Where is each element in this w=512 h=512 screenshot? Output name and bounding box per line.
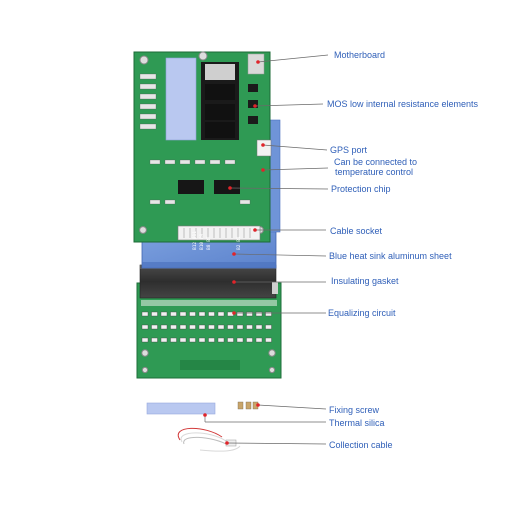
mosfet-array <box>201 62 239 140</box>
smd-resistor <box>265 324 272 330</box>
protection-chip-a <box>178 180 204 194</box>
label-cable-socket: Cable socket <box>330 226 383 236</box>
smd-resistor <box>160 324 168 330</box>
smd-resistor <box>141 337 149 343</box>
smd-resistor <box>170 311 177 317</box>
smd-resistor <box>208 337 215 343</box>
leader-lines <box>204 54 329 445</box>
smd-resistor <box>217 337 225 343</box>
smd-resistor <box>236 337 244 343</box>
smd-resistor <box>217 311 225 317</box>
smd-resistor <box>141 324 149 330</box>
smd-resistor <box>246 324 253 330</box>
fixing-screws <box>237 401 259 410</box>
smd-resistor <box>236 324 244 330</box>
socket-mark: B12 B11 <box>192 231 198 250</box>
smd-resistor <box>160 337 168 343</box>
smd-resistor <box>189 337 196 343</box>
smd-resistor <box>246 311 253 317</box>
label-thermal-silica: Thermal silica <box>329 418 385 428</box>
socket-mark: B2 B1 <box>236 236 242 250</box>
smd-resistor <box>179 311 187 317</box>
smd-resistor <box>208 324 215 330</box>
label-gps-port: GPS port <box>330 145 368 155</box>
label-motherboard: Motherboard <box>334 50 386 60</box>
smd-resistor <box>236 311 244 317</box>
cable-socket-shape <box>177 225 261 241</box>
motherboard-pcb <box>133 51 272 243</box>
smd-resistor <box>255 337 263 343</box>
smd-resistor <box>189 311 196 317</box>
smd-resistor <box>198 337 206 343</box>
gps-port-shape <box>256 139 272 157</box>
label-insulating-gasket: Insulating gasket <box>331 276 399 286</box>
smd-resistor <box>255 311 263 317</box>
smd-resistor <box>227 324 234 330</box>
equalizing-board <box>136 282 282 379</box>
smd-resistor <box>198 324 206 330</box>
smd-resistor <box>208 311 215 317</box>
smd-resistor <box>151 311 158 317</box>
insulating-gasket <box>139 264 278 299</box>
smd-resistor <box>265 337 272 343</box>
resistor-grid <box>141 311 272 343</box>
collection-cable <box>177 427 241 452</box>
smd-resistor <box>265 311 272 317</box>
silica-pad <box>165 57 197 141</box>
smd-resistor <box>151 337 158 343</box>
label-collection-cable: Collection cable <box>329 440 393 450</box>
label-temperature-control: Can be connected to temperature control <box>334 157 418 177</box>
marker-dots <box>203 60 265 445</box>
smd-resistor <box>179 337 187 343</box>
smd-resistor <box>141 311 149 317</box>
label-protection-chip: Protection chip <box>331 184 391 194</box>
protection-chip-b <box>214 180 240 194</box>
smd-resistor <box>179 324 187 330</box>
smd-resistor <box>217 324 225 330</box>
label-equalizing-circuit: Equalizing circuit <box>328 308 396 318</box>
smd-resistor <box>151 324 158 330</box>
thermal-silica-pad <box>146 402 216 415</box>
socket-mark: B10 B9 <box>199 233 205 250</box>
label-fixing-screw: Fixing screw <box>329 405 380 415</box>
socket-marks: B12 B11 B10 B9 B8 B7 B2 B1 <box>192 231 242 250</box>
label-temperature-line-1: Can be connected to <box>334 157 418 167</box>
label-mos-elements: MOS low internal resistance elements <box>327 99 479 109</box>
smd-resistor <box>170 337 177 343</box>
smd-resistor <box>170 324 177 330</box>
label-temperature-line-2: temperature control <box>335 166 414 177</box>
smd-resistor <box>227 337 234 343</box>
smd-resistor <box>198 311 206 317</box>
smd-resistor <box>255 324 263 330</box>
label-heat-sink: Blue heat sink aluminum sheet <box>329 251 452 261</box>
smd-resistor <box>189 324 196 330</box>
smd-resistor <box>246 337 253 343</box>
smd-resistor <box>160 311 168 317</box>
socket-mark: B8 B7 <box>206 236 212 250</box>
